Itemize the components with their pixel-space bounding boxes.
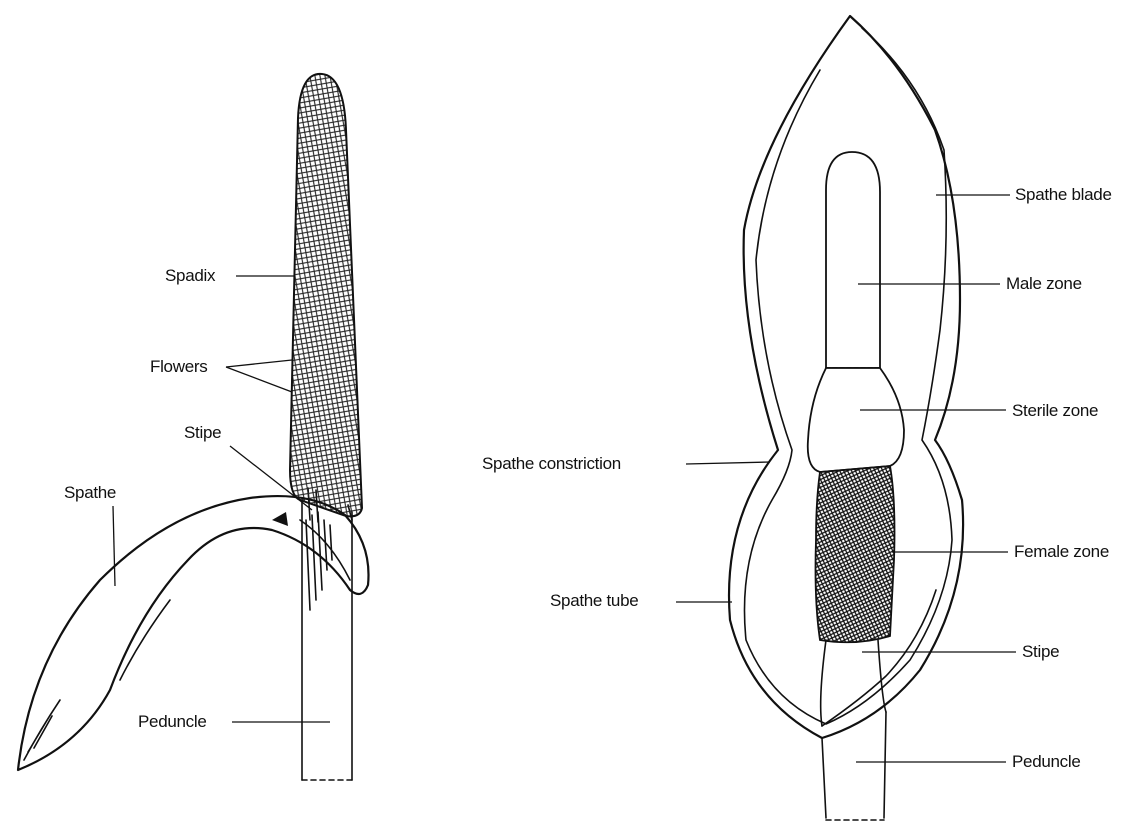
label-peduncle-right: Peduncle: [1012, 752, 1081, 771]
label-spathe-constriction: Spathe constriction: [482, 454, 621, 473]
right-male-zone-shape: [826, 152, 880, 368]
leader-flowers-1: [226, 360, 292, 367]
leader-spathe: [113, 506, 115, 586]
right-labels: Spathe blade Male zone Sterile zone Spat…: [482, 185, 1112, 771]
label-male-zone: Male zone: [1006, 274, 1082, 293]
label-female-zone: Female zone: [1014, 542, 1109, 561]
left-labels: Spadix Flowers Stipe Spathe Peduncle: [64, 266, 330, 731]
label-spadix: Spadix: [165, 266, 216, 285]
label-spathe-blade: Spathe blade: [1015, 185, 1112, 204]
leader-flowers-2: [226, 367, 292, 392]
label-peduncle-left: Peduncle: [138, 712, 207, 731]
right-female-zone-shape: [816, 466, 895, 642]
left-spadix-shape: [290, 74, 362, 516]
label-spathe: Spathe: [64, 483, 116, 502]
label-sterile-zone: Sterile zone: [1012, 401, 1098, 420]
label-spathe-tube: Spathe tube: [550, 591, 638, 610]
label-stipe-left: Stipe: [184, 423, 221, 442]
left-spathe-mark: [272, 512, 288, 526]
right-sterile-zone-shape: [808, 368, 904, 472]
leader-spathe-constriction: [686, 462, 770, 464]
label-flowers: Flowers: [150, 357, 207, 376]
right-peduncle-shape: [822, 712, 886, 818]
label-stipe-right: Stipe: [1022, 642, 1059, 661]
left-peduncle-shape: [302, 500, 352, 780]
right-figure: [729, 16, 963, 820]
right-stipe-shape: [821, 640, 886, 726]
